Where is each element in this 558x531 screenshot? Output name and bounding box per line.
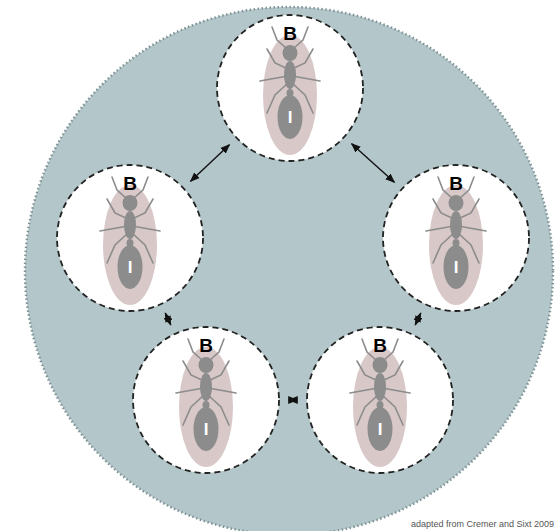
abdomen-label: I — [288, 109, 293, 126]
ant-node: BI — [215, 13, 365, 163]
abdomen-label: I — [204, 421, 209, 438]
double-arrow — [165, 313, 170, 325]
letter-label: B — [199, 336, 213, 355]
colony-area — [25, 7, 553, 531]
ant-node: BI — [305, 325, 455, 475]
letter-label: B — [123, 174, 137, 193]
double-arrow — [415, 313, 420, 325]
abdomen-label: I — [454, 259, 459, 276]
letter-label: B — [449, 174, 463, 193]
abdomen-label: I — [378, 421, 383, 438]
abdomen-label: I — [128, 259, 133, 276]
letter-label: B — [283, 24, 297, 43]
ant-node: BI — [55, 163, 205, 313]
ant-node: BI — [381, 163, 531, 313]
double-arrow — [352, 144, 395, 183]
letter-label: B — [373, 336, 387, 355]
source-caption: adapted from Cremer and Sixt 2009 — [411, 519, 554, 529]
double-arrow — [191, 145, 230, 181]
double-arrow — [289, 399, 297, 400]
ant-node: BI — [131, 325, 281, 475]
